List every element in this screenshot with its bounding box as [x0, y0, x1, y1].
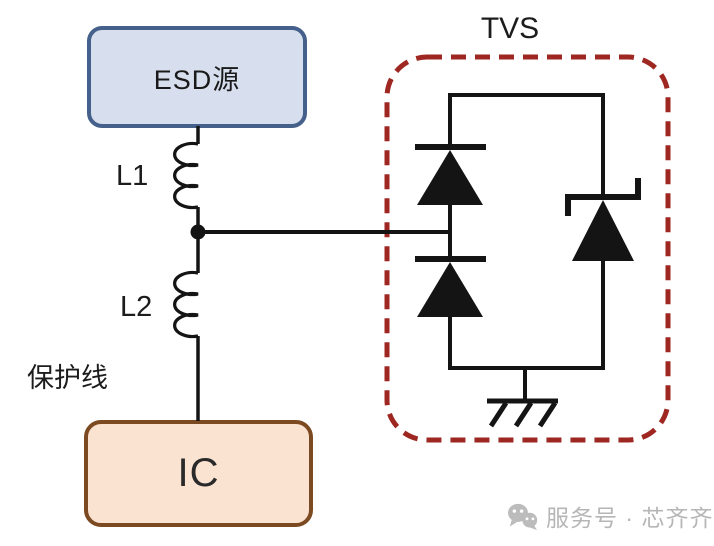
tvs-top-rail — [448, 93, 605, 196]
zener-triangle — [572, 200, 634, 261]
inductor-l2-coil — [173, 270, 199, 339]
protection-line-label: 保护线 — [27, 363, 108, 393]
watermark-text: 服务号 · 芯齐齐 — [546, 505, 714, 531]
zener-cathode-bar — [565, 178, 641, 216]
inductor1-label: L1 — [116, 160, 149, 192]
tvs-dashed-box — [384, 54, 671, 443]
tvs-label: TVS — [480, 12, 540, 45]
diode-lower-triangle — [417, 262, 483, 317]
wechat-service-icon — [508, 503, 538, 530]
inductor-l1-coil — [173, 141, 199, 210]
ic-label: IC — [177, 451, 220, 495]
esd-source-box: ESD源 — [87, 26, 307, 128]
ground-hatch-3 — [537, 401, 558, 428]
ground-hatch-2 — [513, 401, 534, 428]
ic-box: IC — [84, 420, 313, 527]
inductor2-label: L2 — [120, 291, 153, 323]
ground-hatch-1 — [488, 401, 509, 428]
esd-source-label: ESD源 — [153, 64, 241, 95]
diode-upper-triangle — [417, 150, 483, 205]
watermark: 服务号 · 芯齐齐 — [506, 499, 713, 533]
